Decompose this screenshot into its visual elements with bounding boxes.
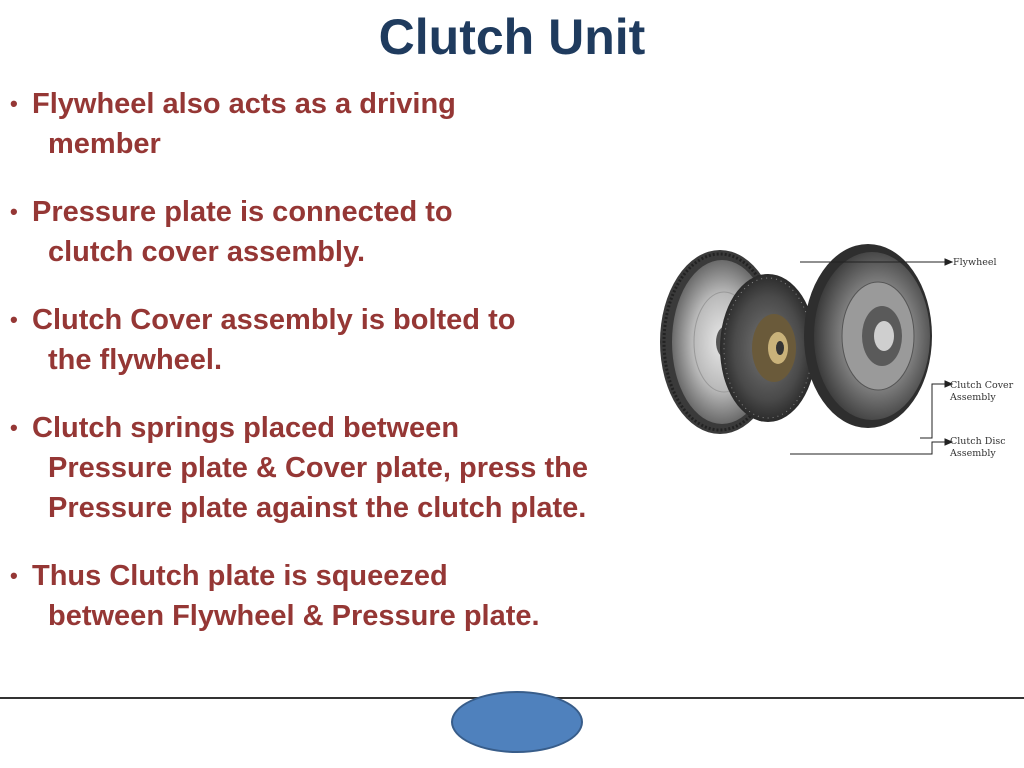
bullet-text: Clutch springs placed between (32, 412, 460, 444)
clutch-exploded-figure: Flywheel Clutch Cover Assembly Clutch Di… (650, 218, 1024, 470)
bullet-icon: • (10, 91, 18, 116)
bullet-item: • Pressure plate is connected to clutch … (10, 192, 635, 272)
bullet-item: • Thus Clutch plate is squeezed between … (10, 556, 635, 636)
bullet-icon: • (10, 415, 18, 440)
bullet-text-continued: clutch cover assembly. (48, 236, 366, 268)
bullet-list: • Flywheel also acts as a driving member… (10, 84, 635, 664)
bullet-item: • Clutch springs placed between Pressure… (10, 408, 635, 528)
bullet-item: • Clutch Cover assembly is bolted to the… (10, 300, 635, 380)
bullet-text: Pressure plate is connected to (32, 196, 453, 228)
bullet-text: Clutch Cover assembly is bolted to (32, 304, 516, 336)
slide-title: Clutch Unit (378, 9, 646, 65)
label-clutch-disc: Clutch Disc (950, 436, 1006, 447)
label-clutch-cover: Clutch Cover (950, 380, 1014, 391)
callout-lines (790, 258, 954, 455)
page-number-shape (451, 691, 583, 753)
clutch-cover-shape (804, 244, 932, 428)
bullet-item: • Flywheel also acts as a driving member (10, 84, 635, 164)
clutch-disc-shape (720, 274, 816, 422)
clutch-illustration: Flywheel Clutch Cover Assembly Clutch Di… (660, 244, 1014, 459)
bullet-text-continued: Pressure plate & Cover plate, press the … (48, 452, 588, 524)
bullet-text-continued: member (48, 128, 161, 160)
bullet-text-continued: between Flywheel & Pressure plate. (48, 600, 540, 632)
bullet-icon: • (10, 307, 18, 332)
label-clutch-cover-assembly: Assembly (949, 392, 996, 403)
bullet-text: Flywheel also acts as a driving (32, 88, 456, 120)
bullet-text-continued: the flywheel. (48, 344, 223, 376)
bullet-text: Thus Clutch plate is squeezed (32, 560, 448, 592)
bullet-icon: • (10, 199, 18, 224)
bullet-icon: • (10, 563, 18, 588)
label-clutch-disc-assembly: Assembly (949, 448, 996, 459)
label-flywheel: Flywheel (953, 257, 997, 268)
